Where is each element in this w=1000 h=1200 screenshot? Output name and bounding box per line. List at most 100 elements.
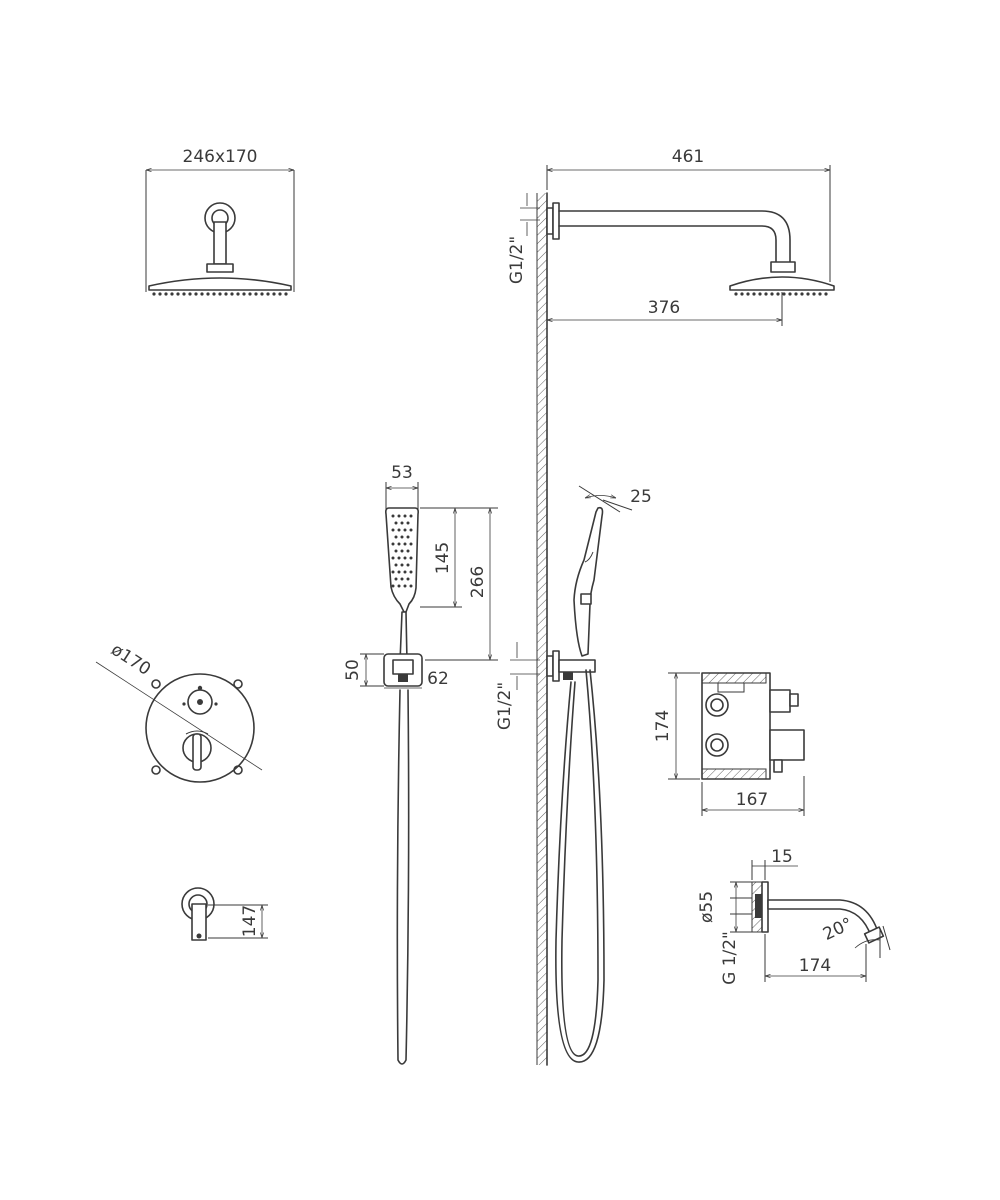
hand-shower-nozzle bbox=[394, 549, 398, 553]
nozzle-dot bbox=[794, 292, 798, 296]
hand-shower-nozzle bbox=[406, 577, 410, 581]
hand-shower-nozzle bbox=[409, 570, 413, 574]
nozzle-dot bbox=[254, 292, 258, 296]
hand-shower-side-view: 25 G1/2" bbox=[495, 485, 652, 1063]
nozzle-dot bbox=[758, 292, 762, 296]
hand-shower-nozzle bbox=[397, 542, 401, 546]
hand-shower-nozzle bbox=[406, 521, 410, 525]
nozzle-dot bbox=[242, 292, 246, 296]
outlet-thread-label: G1/2" bbox=[495, 682, 515, 730]
hand-shower-nozzle bbox=[403, 528, 407, 532]
nozzle-dot bbox=[230, 292, 234, 296]
hand-shower-nozzle bbox=[409, 584, 413, 588]
spout-front-view: 147 bbox=[181, 887, 268, 941]
hand-shower-nozzle bbox=[394, 521, 398, 525]
nozzle-dot bbox=[764, 292, 768, 296]
hand-shower-nozzle bbox=[409, 514, 413, 518]
hand-shower-nozzle bbox=[400, 535, 404, 539]
hand-shower-nozzle bbox=[400, 577, 404, 581]
nozzle-dot bbox=[176, 292, 180, 296]
arm-projection-label: 376 bbox=[648, 298, 680, 318]
nozzle-dot bbox=[824, 292, 828, 296]
hand-shower-nozzle bbox=[406, 535, 410, 539]
nozzle-dot bbox=[284, 292, 288, 296]
rain-shower-front-view: 246x170 bbox=[145, 147, 295, 296]
nozzle-dot bbox=[782, 292, 786, 296]
arm-thread-label: G1/2" bbox=[507, 236, 527, 284]
spout-side-view: 15 ø55 G 1/2" 20° 174 bbox=[697, 847, 891, 985]
nozzle-dot bbox=[224, 292, 228, 296]
rain-shower-icon bbox=[152, 292, 288, 296]
hand-shower-tilt-label: 25 bbox=[630, 487, 652, 507]
hand-shower-nozzle bbox=[406, 549, 410, 553]
hand-shower-nozzle bbox=[394, 577, 398, 581]
nozzle-dot bbox=[788, 292, 792, 296]
hand-shower-nozzle bbox=[403, 556, 407, 560]
hand-shower-nozzle bbox=[391, 514, 395, 518]
nozzle-dot bbox=[770, 292, 774, 296]
hand-shower-head-length-label: 145 bbox=[433, 542, 453, 574]
spout-flange-thickness-label: 15 bbox=[771, 847, 793, 867]
hand-shower-front-view: 53 145 266 50 62 bbox=[343, 463, 498, 1065]
nozzle-dot bbox=[200, 292, 204, 296]
nozzle-dot bbox=[272, 292, 276, 296]
box-depth-label: 167 bbox=[736, 790, 768, 810]
nozzle-dot bbox=[740, 292, 744, 296]
nozzle-dot bbox=[266, 292, 270, 296]
bracket-width-label: 62 bbox=[427, 669, 449, 689]
arm-overall-length-label: 461 bbox=[672, 147, 704, 167]
hand-shower-nozzle bbox=[400, 563, 404, 567]
hand-shower-nozzle bbox=[391, 542, 395, 546]
hand-shower-nozzle bbox=[391, 570, 395, 574]
nozzle-dot bbox=[188, 292, 192, 296]
wall-section bbox=[536, 192, 548, 1066]
nozzle-dot bbox=[152, 292, 156, 296]
hand-shower-nozzle bbox=[394, 535, 398, 539]
nozzle-dot bbox=[164, 292, 168, 296]
hand-shower-nozzle bbox=[409, 556, 413, 560]
nozzle-dot bbox=[812, 292, 816, 296]
spout-projection-label: 174 bbox=[799, 956, 831, 976]
nozzle-dot bbox=[182, 292, 186, 296]
hand-shower-nozzle bbox=[397, 514, 401, 518]
nozzle-dot bbox=[806, 292, 810, 296]
nozzle-dot bbox=[212, 292, 216, 296]
nozzle-dot bbox=[218, 292, 222, 296]
spout-front-height-label: 147 bbox=[240, 905, 260, 937]
spout-angle-label: 20° bbox=[820, 914, 856, 945]
hand-shower-nozzle bbox=[403, 514, 407, 518]
hand-shower-nozzle bbox=[403, 542, 407, 546]
nozzle-dot bbox=[818, 292, 822, 296]
hand-shower-total-length-label: 266 bbox=[468, 566, 488, 598]
hand-shower-nozzle bbox=[397, 556, 401, 560]
spout-flange-diameter-label: ø55 bbox=[697, 891, 717, 923]
hand-shower-nozzle bbox=[403, 584, 407, 588]
hand-shower-nozzle bbox=[397, 570, 401, 574]
nozzle-dot bbox=[236, 292, 240, 296]
hand-shower-width-label: 53 bbox=[391, 463, 413, 483]
control-plate-front-view: ø170 bbox=[95, 640, 263, 783]
nozzle-dot bbox=[800, 292, 804, 296]
nozzle-dot bbox=[194, 292, 198, 296]
nozzle-dot bbox=[776, 292, 780, 296]
hand-shower-nozzle bbox=[394, 563, 398, 567]
nozzle-dot bbox=[734, 292, 738, 296]
shower-arm-side-view: 461 G1/2" 376 bbox=[507, 147, 835, 326]
hand-shower-nozzle bbox=[391, 528, 395, 532]
hand-shower-nozzle bbox=[406, 563, 410, 567]
nozzle-dot bbox=[752, 292, 756, 296]
spout-thread-label: G 1/2" bbox=[720, 931, 740, 985]
nozzle-dot bbox=[158, 292, 162, 296]
box-height-label: 174 bbox=[653, 710, 673, 742]
hand-shower-nozzle bbox=[409, 528, 413, 532]
concealed-box-side-view: 174 167 bbox=[653, 672, 805, 816]
hand-shower-nozzle bbox=[391, 584, 395, 588]
rain-head-size-label: 246x170 bbox=[183, 147, 258, 167]
bracket-height-label: 50 bbox=[343, 659, 363, 681]
nozzle-dot bbox=[248, 292, 252, 296]
hand-shower-nozzle bbox=[409, 542, 413, 546]
hand-shower-nozzle bbox=[400, 549, 404, 553]
hand-shower-nozzle bbox=[400, 521, 404, 525]
nozzle-dot bbox=[260, 292, 264, 296]
